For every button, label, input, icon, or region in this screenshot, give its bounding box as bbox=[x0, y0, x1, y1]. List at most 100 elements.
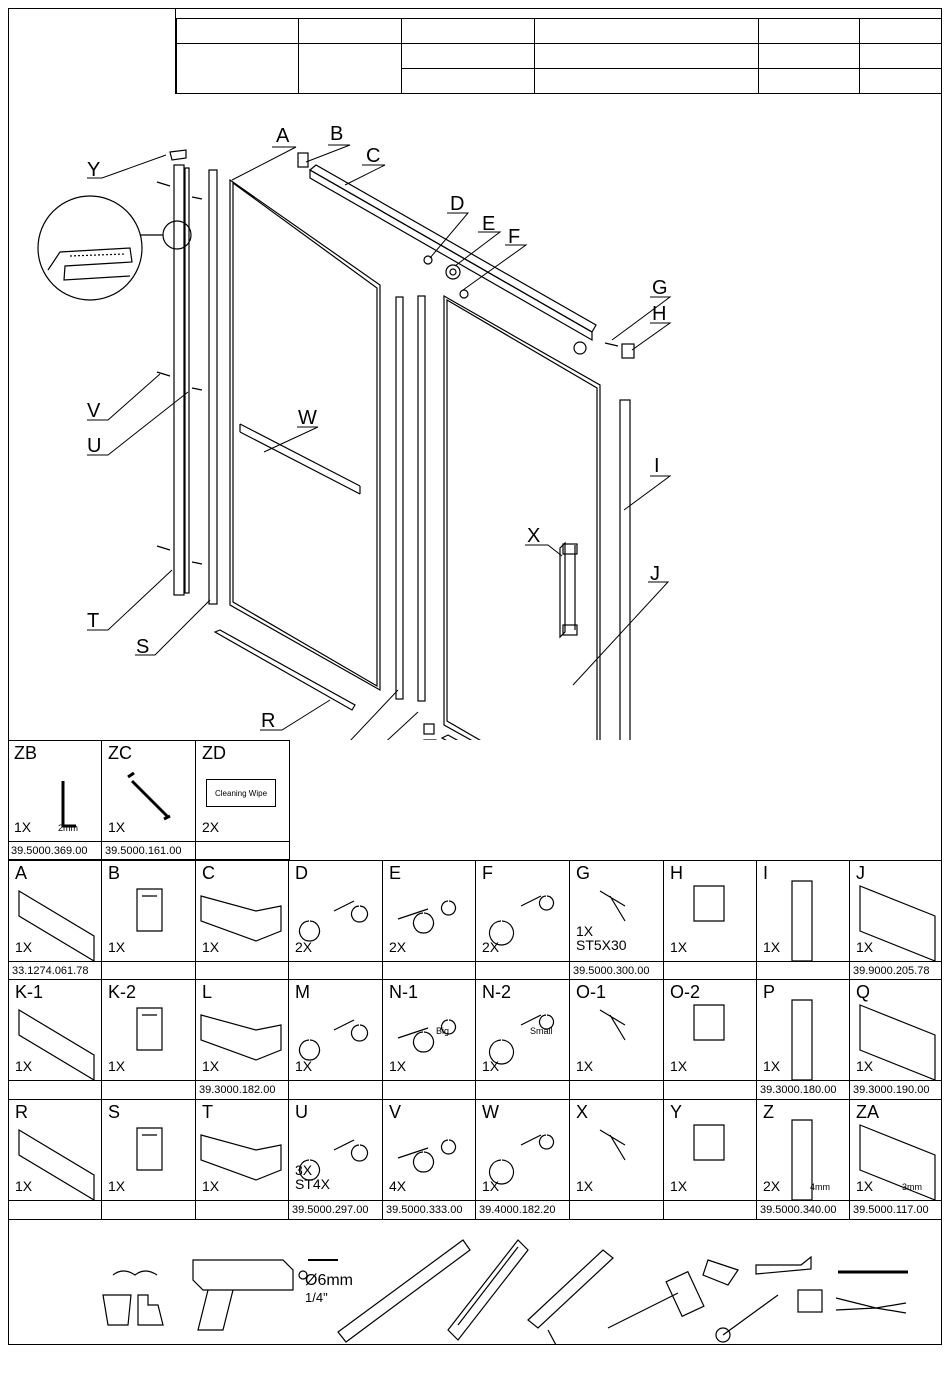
part-code: 39.3000.182.00 bbox=[199, 1084, 276, 1096]
part-icon bbox=[791, 1119, 813, 1200]
bracket-B bbox=[297, 152, 309, 168]
part-label: Y bbox=[670, 1102, 683, 1122]
part-code: 39.5000.117.00 bbox=[853, 1204, 929, 1216]
screwdriver-icon bbox=[715, 1294, 779, 1343]
part-label: S bbox=[108, 1102, 121, 1122]
part-cell-m: M 1X bbox=[289, 980, 383, 1100]
part-Y-shape bbox=[169, 149, 187, 161]
exploded-view-diagram: A B C D E F G H I J K L M N O P Q R S T … bbox=[37, 123, 672, 740]
part-label: R bbox=[15, 1102, 28, 1122]
part-label: D bbox=[295, 863, 308, 883]
part-code: 39.5000.333.00 bbox=[386, 1204, 463, 1216]
title-cell bbox=[758, 43, 861, 69]
part-label: U bbox=[295, 1102, 308, 1122]
part-icon bbox=[397, 1019, 457, 1053]
part-label: Z bbox=[763, 1102, 774, 1122]
part-icon bbox=[200, 895, 282, 942]
part-icon bbox=[488, 1014, 555, 1065]
part-label: A bbox=[15, 863, 28, 883]
part-qty: 1X bbox=[15, 939, 33, 955]
part-cell-ZC: ZC 1X 39.5000.161.00 bbox=[102, 740, 196, 860]
seal-S bbox=[208, 169, 218, 605]
part-cell-y: Y 1X bbox=[664, 1100, 757, 1220]
callout-U: U bbox=[87, 435, 101, 457]
part-label: Q bbox=[856, 982, 871, 1002]
part-note: 2mm bbox=[58, 823, 78, 833]
part-qty: 1X bbox=[670, 1178, 688, 1194]
part-icon bbox=[298, 1139, 369, 1181]
title-cell bbox=[533, 18, 760, 44]
pliers-icon bbox=[835, 1297, 907, 1314]
part-qty: 1X bbox=[202, 939, 220, 955]
part-qty: 1X bbox=[670, 939, 688, 955]
spirit-level-icon bbox=[337, 1239, 471, 1343]
part-qty: 2X bbox=[763, 1178, 781, 1194]
part-label: V bbox=[389, 1102, 402, 1122]
part-icon bbox=[488, 1134, 555, 1185]
track-L bbox=[440, 734, 459, 740]
top-rail-C bbox=[308, 164, 597, 333]
part-note: Small bbox=[530, 1026, 553, 1036]
part-qty: 1X bbox=[15, 1178, 33, 1194]
part-label: P bbox=[763, 982, 776, 1002]
title-cell bbox=[298, 43, 402, 94]
part-cell-r: R 1X bbox=[8, 1100, 102, 1220]
part-icon bbox=[397, 900, 457, 934]
callout-A: A bbox=[276, 125, 290, 147]
part-label: G bbox=[576, 863, 591, 883]
title-cell bbox=[859, 43, 942, 69]
part-note: Big bbox=[436, 1026, 450, 1036]
drill-bit-size-imperial: 1/4" bbox=[305, 1290, 328, 1305]
part-label: T bbox=[202, 1102, 213, 1122]
title-cell bbox=[758, 18, 861, 44]
part-code: 39.9000.205.78 bbox=[853, 965, 930, 977]
safety-gear-icon bbox=[102, 1270, 164, 1326]
callout-X: X bbox=[527, 525, 540, 547]
title-cell bbox=[400, 43, 535, 69]
part-code: 39.5000.300.00 bbox=[573, 965, 650, 977]
part-cell-d: D 2X bbox=[289, 860, 383, 980]
part-qty: 2X bbox=[295, 939, 313, 955]
bottom-track-R bbox=[213, 629, 356, 711]
drill-bit-size: Ø6mm bbox=[305, 1272, 353, 1289]
part-icon bbox=[859, 1124, 936, 1200]
part-icon bbox=[18, 889, 95, 961]
part-label: ZD bbox=[202, 743, 226, 763]
part-qty: 1X bbox=[576, 1058, 594, 1074]
callout-Y: Y bbox=[87, 159, 100, 181]
part-icon bbox=[200, 1014, 282, 1061]
roller-D bbox=[423, 255, 433, 265]
part-icon bbox=[599, 890, 626, 922]
part-label: M bbox=[295, 982, 310, 1002]
part-qty: 1X bbox=[295, 1058, 313, 1074]
part-icon bbox=[136, 1007, 163, 1051]
part-code: 39.4000.182.20 bbox=[479, 1204, 556, 1216]
part-qty: 2X bbox=[202, 819, 220, 835]
callout-B: B bbox=[330, 123, 343, 145]
part-note: 4mm bbox=[810, 1182, 830, 1192]
part-label: N-2 bbox=[482, 982, 512, 1002]
part-icon bbox=[397, 1139, 457, 1173]
part-code: 39.3000.180.00 bbox=[760, 1084, 837, 1096]
part-qty: 1X bbox=[670, 1058, 688, 1074]
part-icon bbox=[298, 900, 369, 942]
roller-F bbox=[459, 289, 469, 299]
title-cell bbox=[533, 68, 760, 94]
part-icon bbox=[791, 999, 813, 1080]
squeegee-icon bbox=[702, 1259, 739, 1286]
part-icon bbox=[488, 895, 555, 946]
part-cell-ZD: ZD Cleaning Wipe 2X bbox=[196, 740, 290, 860]
title-cell bbox=[859, 18, 942, 44]
callout-R: R bbox=[261, 710, 275, 732]
